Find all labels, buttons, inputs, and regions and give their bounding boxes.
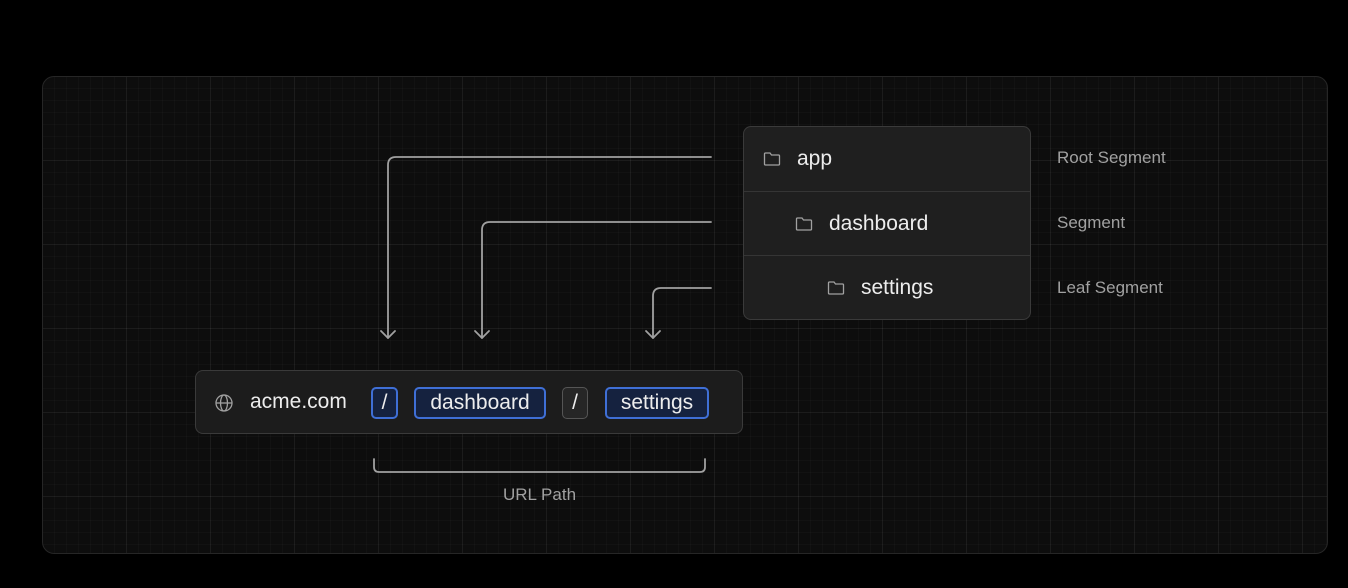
globe-icon <box>215 394 233 412</box>
tree-label-settings: settings <box>861 275 934 299</box>
tree-label-app: app <box>797 147 833 170</box>
label-root-segment: Root Segment <box>1057 148 1166 167</box>
label-leaf-segment: Leaf Segment <box>1057 278 1163 297</box>
folder-tree: app dashboard settings <box>743 126 1031 320</box>
connector-settings <box>652 287 712 339</box>
url-bar[interactable]: acme.com / dashboard / settings <box>195 370 743 434</box>
url-chip-settings[interactable]: settings <box>605 387 709 419</box>
arrowhead-1 <box>380 330 396 339</box>
label-segment: Segment <box>1057 213 1126 232</box>
connector-app-to-slash <box>387 156 712 339</box>
tree-row-app[interactable]: app <box>744 127 1030 191</box>
arrowhead-2 <box>474 330 490 339</box>
url-chip-dashboard[interactable]: dashboard <box>414 387 546 419</box>
arrowhead-3 <box>645 330 661 339</box>
folder-icon <box>795 216 813 231</box>
folder-icon <box>763 152 781 166</box>
tree-label-dashboard: dashboard <box>829 211 929 235</box>
url-chip-slash-root[interactable]: / <box>371 387 398 419</box>
url-chip-slash[interactable]: / <box>562 387 588 419</box>
folder-icon <box>827 280 845 295</box>
tree-row-settings[interactable]: settings <box>744 255 1030 319</box>
connector-dashboard <box>481 221 712 339</box>
url-domain: acme.com <box>250 390 347 413</box>
url-path-label: URL Path <box>502 485 577 504</box>
url-path-bracket <box>373 458 706 473</box>
tree-row-dashboard[interactable]: dashboard <box>744 191 1030 255</box>
